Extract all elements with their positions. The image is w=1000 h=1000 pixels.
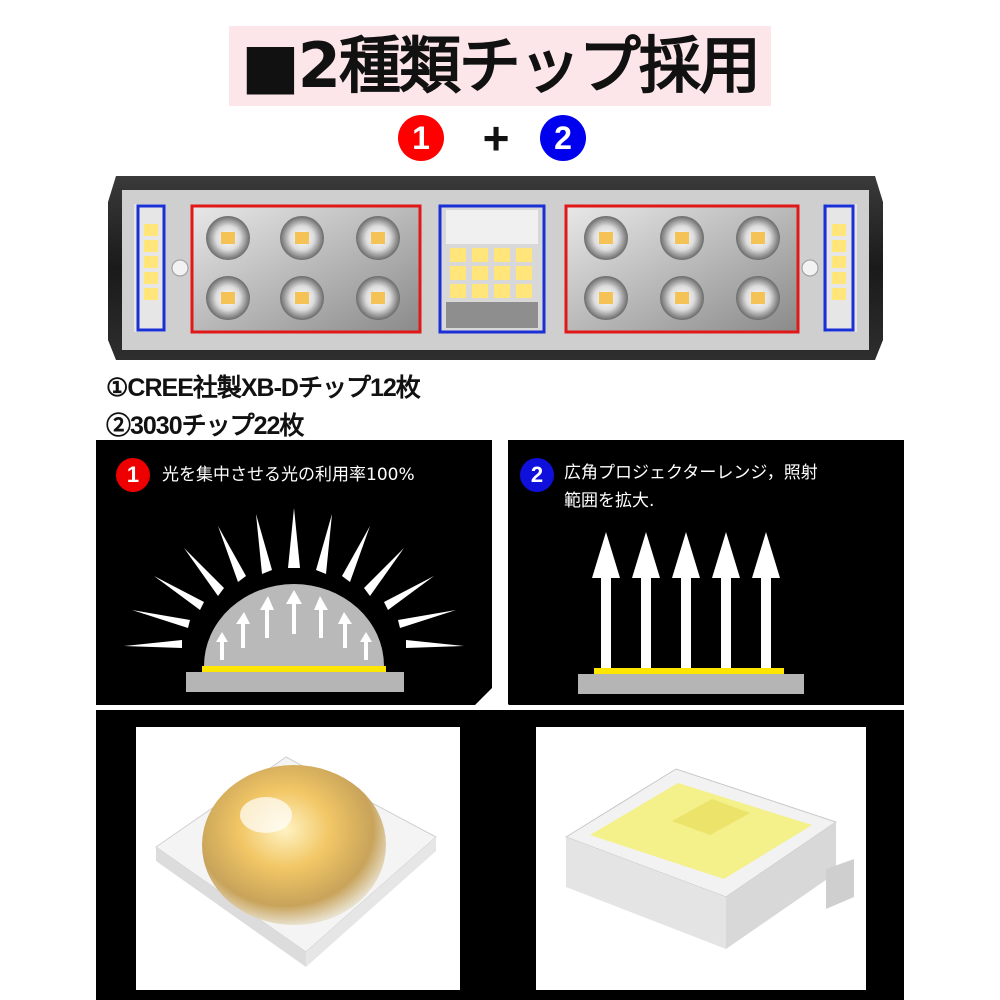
- chip-type-legend: 1 + 2: [0, 115, 1000, 165]
- page-title-text: ■2種類チップ採用: [229, 26, 771, 106]
- cree-xbd-chip-photo: [136, 727, 460, 990]
- panel-right-badge: 2: [520, 458, 554, 492]
- panel-left-text: 光を集中させる光の利用率100%: [162, 465, 415, 485]
- spec-cree-chips: ①CREE社製XB-Dチップ12枚: [106, 374, 421, 402]
- plus-sign: +: [482, 112, 510, 164]
- badge-two: 2: [540, 115, 586, 161]
- badge-one: 1: [398, 115, 444, 161]
- cree-led-focus-icon: [124, 508, 464, 692]
- panel-right-text-line2: 範囲を拡大.: [564, 491, 655, 511]
- panel-focus-beam: 1 光を集中させる光の利用率100%: [96, 440, 492, 705]
- page-title: ■2種類チップ採用: [0, 26, 1000, 106]
- panel-left-badge: 1: [116, 458, 150, 492]
- panel-right-text-line1: 広角プロジェクターレンジ，照射: [564, 463, 818, 483]
- spec-3030-chips: ②3030チップ22枚: [106, 412, 304, 440]
- panel-wide-beam: 2 広角プロジェクターレンジ，照射 範囲を拡大.: [508, 440, 904, 705]
- smd-3030-chip-photo: [536, 727, 866, 990]
- smd-wide-beam-icon: [578, 532, 804, 694]
- led-light-bar-photo: [108, 172, 883, 364]
